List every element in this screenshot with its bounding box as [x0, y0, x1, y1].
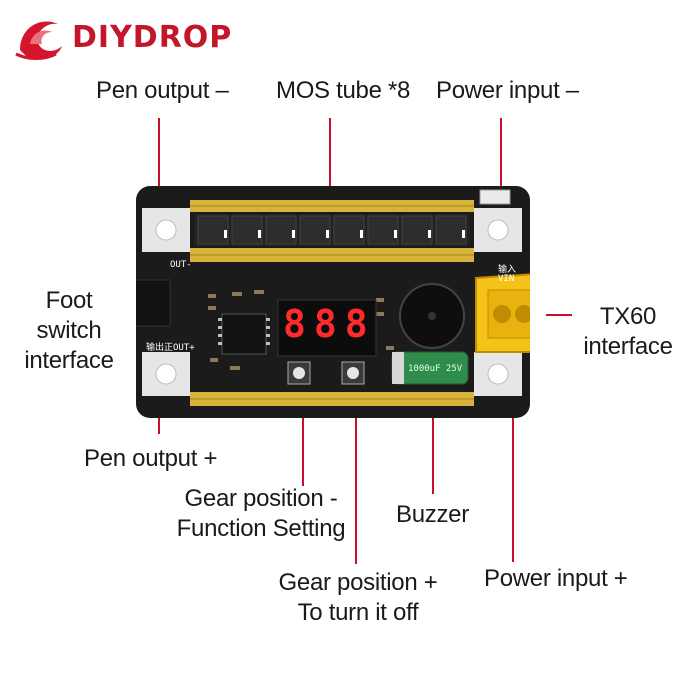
display-digit-3: 8 — [344, 302, 368, 346]
wave-logo-icon — [15, 21, 62, 60]
capacitor-marking: 1000uF 25V — [408, 364, 463, 374]
brand-name: DIYDROP — [72, 20, 233, 55]
silk-input: 输入 — [498, 265, 517, 275]
label-gear-function-setting: Gear position - Function Setting — [176, 485, 346, 542]
leader-tx60 — [546, 314, 572, 316]
label-foot-switch: Foot switch interface — [24, 287, 114, 374]
label-power-input-positive: Power input + — [484, 565, 628, 592]
label-tx60-interface: TX60 interface — [583, 303, 673, 360]
pcb-board — [106, 186, 547, 418]
leader-pen-output-negative — [158, 118, 160, 222]
label-power-input-negative: Power input – — [436, 77, 579, 104]
label-pen-output-negative: Pen output – — [96, 77, 229, 104]
display-digit-1: 8 — [283, 302, 306, 346]
leader-gear-function — [302, 390, 304, 486]
leader-power-input-negative — [500, 118, 502, 222]
leader-power-input-positive — [512, 386, 514, 562]
silk-out-positive: 输出正OUT+ — [146, 343, 195, 353]
label-gear-turn-off: Gear position + To turn it off — [278, 569, 438, 626]
pcb-drawing — [106, 186, 547, 418]
silk-vin: VIN — [498, 274, 515, 284]
label-mos-tube: MOS tube *8 — [276, 77, 411, 104]
brand-logo — [14, 10, 74, 62]
label-buzzer: Buzzer — [396, 501, 469, 528]
leader-gear-off — [355, 388, 357, 564]
silk-out-negative: OUT- — [170, 260, 192, 270]
seven-segment-display: 8 8 8 — [283, 305, 368, 343]
display-digit-2: 8 — [313, 302, 337, 346]
label-pen-output-positive: Pen output + — [84, 445, 218, 472]
leader-mos-tube — [329, 118, 331, 222]
